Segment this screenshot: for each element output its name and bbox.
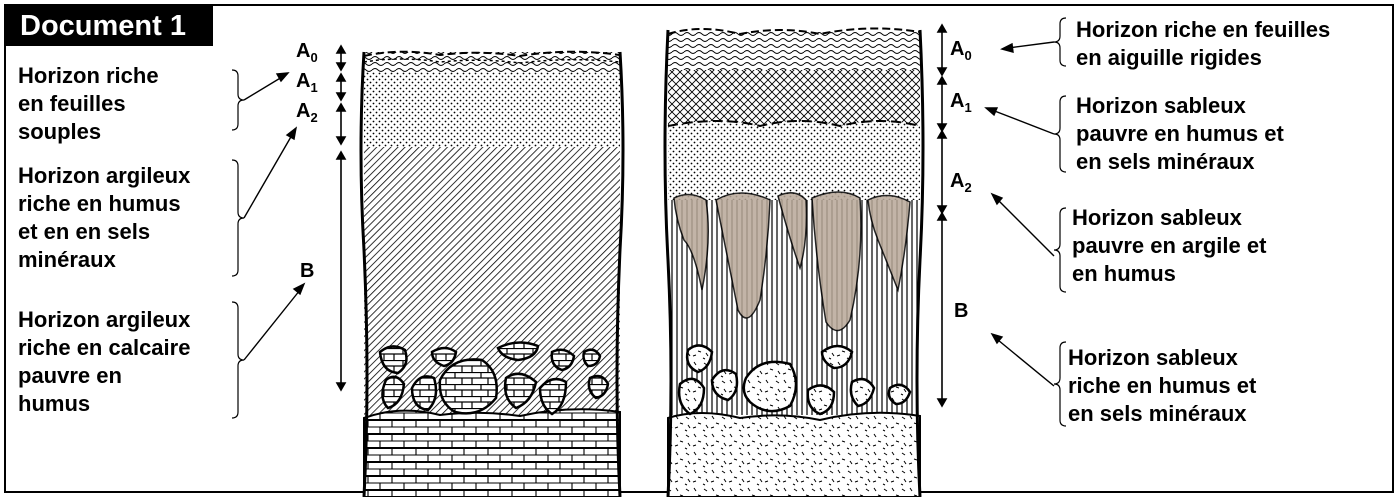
right-label-horizon-sandy-no-clay: Horizon sableux pauvre en argile et en h… bbox=[1072, 204, 1266, 288]
right-soil-profile bbox=[665, 28, 923, 497]
left-label-horizon-leaves: Horizon riche en feuilles souples bbox=[18, 62, 159, 146]
left-tag-a0: A0 bbox=[296, 40, 318, 65]
right-horizon-a1 bbox=[668, 70, 920, 126]
left-bedrock-limestone bbox=[364, 409, 620, 497]
left-tag-a2: A2 bbox=[296, 100, 318, 125]
left-soil-profile bbox=[361, 52, 623, 497]
left-label-arrows bbox=[244, 73, 304, 360]
right-depth-markers bbox=[938, 25, 946, 406]
left-depth-markers bbox=[337, 46, 345, 390]
left-horizon-a0 bbox=[364, 52, 620, 72]
left-label-horizon-clay-limestone: Horizon argileux riche en calcaire pauvr… bbox=[18, 306, 190, 418]
left-label-braces bbox=[232, 70, 244, 418]
right-label-horizon-sandy-rich: Horizon sableux riche en humus et en sel… bbox=[1068, 344, 1256, 428]
right-label-arrows bbox=[986, 42, 1054, 386]
right-label-horizon-sandy-poor: Horizon sableux pauvre en humus et en se… bbox=[1076, 92, 1284, 176]
right-horizon-a0 bbox=[668, 30, 920, 70]
right-label-braces bbox=[1054, 18, 1066, 426]
right-label-horizon-needles: Horizon riche en feuilles en aiguille ri… bbox=[1076, 16, 1330, 72]
right-tag-b: B bbox=[954, 300, 968, 323]
right-tag-a1: A1 bbox=[950, 90, 972, 115]
right-tag-a0: A0 bbox=[950, 38, 972, 63]
right-bedrock-sandstone bbox=[668, 413, 920, 497]
left-label-horizon-clay-humus: Horizon argileux riche en humus et en en… bbox=[18, 162, 190, 274]
left-tag-a1: A1 bbox=[296, 70, 318, 95]
left-horizon-a2 bbox=[364, 72, 620, 147]
right-tag-a2: A2 bbox=[950, 170, 972, 195]
left-tag-b: B bbox=[300, 260, 314, 283]
